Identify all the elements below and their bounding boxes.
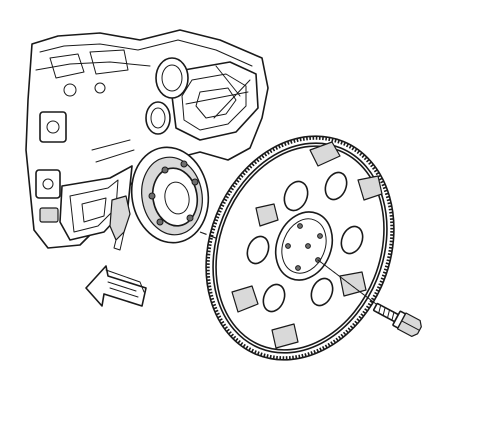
flexplate-hole xyxy=(283,180,309,212)
flexplate-hole xyxy=(246,235,270,265)
flexplate xyxy=(205,135,395,361)
flexplate-slot xyxy=(309,141,341,167)
flexplate-slot xyxy=(339,271,367,297)
flexplate-slot xyxy=(271,323,299,349)
flexplate-hole xyxy=(324,171,348,201)
flexplate-hole xyxy=(262,283,286,313)
flexplate-slot xyxy=(255,203,279,227)
flexplate-slot xyxy=(231,285,259,313)
flexplate-bolt xyxy=(372,302,422,337)
flexplate-hole xyxy=(310,277,334,307)
installation-direction-arrow xyxy=(85,265,147,307)
bolt-approach-line xyxy=(317,259,385,311)
ring-gear-teeth xyxy=(206,136,394,360)
engine-block xyxy=(25,29,269,251)
crankshaft-flange xyxy=(130,146,210,244)
flexplate-hole xyxy=(340,225,364,255)
flexplate-slot xyxy=(357,175,383,201)
